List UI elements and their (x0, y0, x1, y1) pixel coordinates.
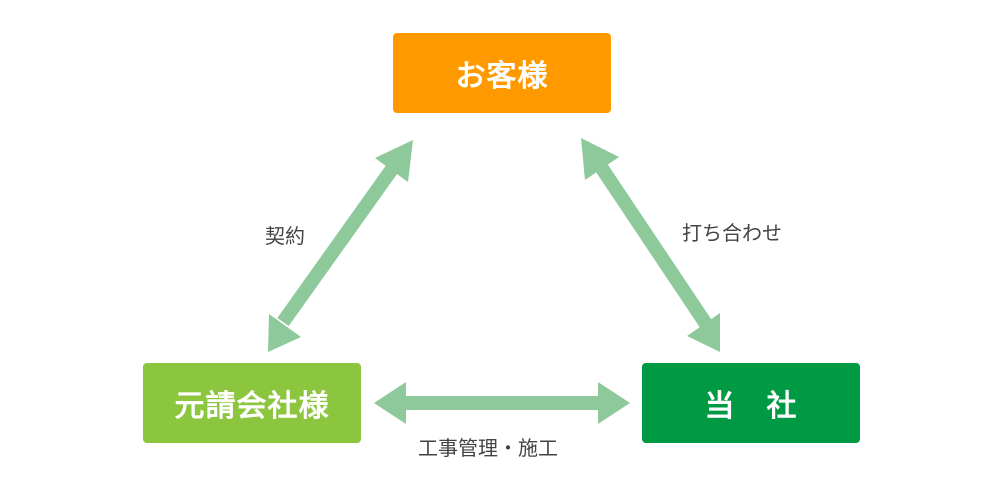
prime-contractor-node: 元請会社様 (143, 363, 361, 443)
customer-node: お客様 (393, 33, 611, 113)
meeting-label: 打ち合わせ (682, 221, 782, 245)
construction-arrow (374, 382, 630, 424)
customer-label: お客様 (455, 59, 549, 94)
contract-label: 契約 (265, 224, 305, 248)
construction-label: 工事管理・施工 (418, 436, 558, 460)
contract-arrow (268, 140, 413, 352)
prime-contractor-label: 元請会社様 (174, 389, 330, 424)
our-company-node: 当 社 (642, 363, 860, 443)
our-company-label: 当 社 (704, 389, 798, 424)
meeting-arrow (581, 138, 720, 352)
